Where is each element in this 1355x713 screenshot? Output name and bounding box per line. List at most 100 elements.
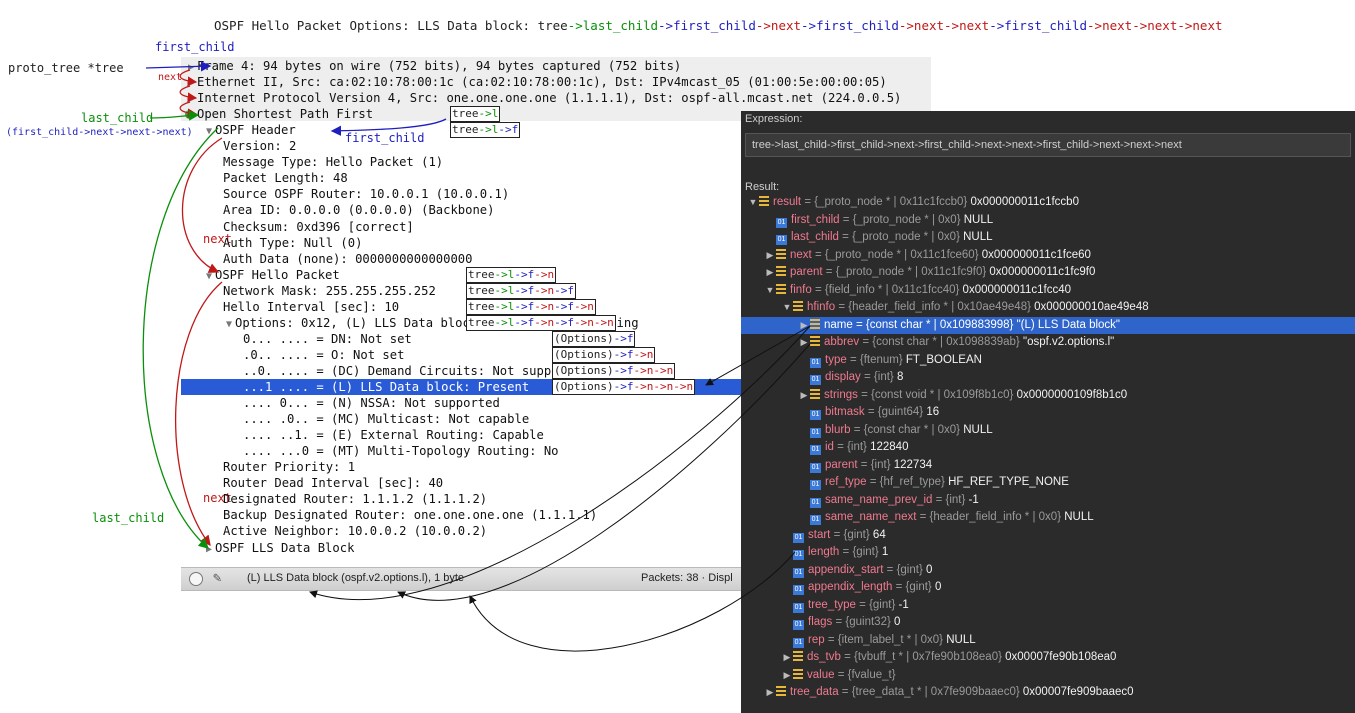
expand-triangle-icon[interactable]: ▶ [205,543,213,555]
expand-arrow-icon[interactable]: ▶ [800,319,808,330]
tree-row[interactable]: Source OSPF Router: 10.0.0.1 (10.0.0.1) [181,186,509,202]
variable-row[interactable]: ▶tree_data = {tree_data_t * | 0x7fe909ba… [741,684,1355,701]
expand-arrow-icon[interactable]: ▶ [766,687,774,697]
tree-row[interactable]: Router Priority: 1 [181,459,355,475]
tree-row[interactable]: Checksum: 0xd396 [correct] [181,219,414,235]
variable-name: parent [790,266,823,278]
variable-type: {int} [870,458,891,471]
tree-row[interactable]: .... ..1. = (E) External Routing: Capabl… [181,427,544,443]
tree-row[interactable]: Area ID: 0.0.0.0 (0.0.0.0) (Backbone) [181,202,495,218]
tree-row[interactable]: ..0. .... = (DC) Demand Circuits: Not su… [181,363,588,379]
tree-row[interactable]: .... 0... = (N) NSSA: Not supported [181,395,500,411]
tree-row[interactable]: Active Neighbor: 10.0.0.2 (10.0.0.2) [181,523,487,539]
tree-row[interactable]: .0.. .... = O: Not set [181,347,404,363]
tree-row[interactable]: .... .0.. = (MC) Multicast: Not capable [181,411,529,427]
expand-arrow-icon[interactable]: ▶ [783,669,791,680]
collapse-triangle-icon[interactable]: ▼ [225,318,233,330]
variable-row[interactable]: ▶ds_tvb = {tvbuff_t * | 0x7fe90b108ea0} … [741,649,1355,666]
expand-arrow-icon[interactable]: ▶ [800,337,808,347]
title-path-segment: ->next [755,18,802,33]
variable-row[interactable]: ▶abbrev = {const char * | 0x1098839ab} "… [741,334,1355,351]
tree-row[interactable]: ▶OSPF LLS Data Block [181,540,354,556]
tree-row[interactable]: Version: 2 [181,138,296,154]
tree-row[interactable]: .... ...0 = (MT) Multi-Topology Routing:… [181,443,559,459]
variable-row[interactable]: ▶value = {fvalue_t} [741,667,1355,684]
variable-name: start [808,528,831,541]
variable-name: id [825,441,834,453]
tree-row[interactable]: Packet Length: 48 [181,170,348,186]
tree-row[interactable]: Network Mask: 255.255.255.252 [181,283,436,299]
variable-row[interactable]: ▶name = {const char * | 0x109883998} "(L… [741,316,1355,334]
tree-row[interactable]: ▶Internet Protocol Version 4, Src: one.o… [181,90,901,106]
tree-row-label: 0... .... = DN: Not set [243,331,412,346]
variable-row[interactable]: ▼result = {_proto_node * | 0x11c1fccb0} … [741,194,1355,211]
variable-value: 0x000000010ae49e48 [1034,301,1149,313]
tree-row[interactable]: 0... .... = DN: Not set [181,331,412,347]
path-label-box: tree->l->f->n->f->n->n [466,314,616,331]
variable-row[interactable]: ▼hfinfo = {header_field_info * | 0x10ae4… [741,299,1355,316]
tree-row-label: Backup Designated Router: one.one.one.on… [223,508,598,523]
variable-type: {field_info * | 0x11c1fcc40} [824,283,960,296]
equals-sign: = [859,336,873,348]
tree-row[interactable]: ▶Frame 4: 94 bytes on wire (752 bits), 9… [181,58,681,74]
expand-dot-icon[interactable] [185,110,194,120]
tree-row[interactable]: Hello Interval [sec]: 10 [181,299,399,315]
collapse-arrow-icon[interactable]: ▼ [748,197,758,207]
tree-row[interactable]: Router Dead Interval [sec]: 40 [181,475,443,491]
expand-arrow-icon[interactable]: ▶ [783,652,791,662]
expand-arrow-icon[interactable]: ▶ [766,249,774,260]
path-token: ->n [534,299,555,313]
collapse-arrow-icon[interactable]: ▼ [782,302,792,312]
expression-input[interactable]: tree->last_child->first_child->next->fir… [745,133,1351,157]
tree-row[interactable]: Designated Router: 1.1.1.2 (1.1.1.2) [181,491,487,507]
equals-sign: = [883,563,897,576]
variable-row[interactable]: ▶parent = {_proto_node * | 0x11c1fc9f0} … [741,264,1355,281]
path-token: ->n [653,363,674,377]
tree-row[interactable]: Backup Designated Router: one.one.one.on… [181,507,597,523]
title-path-segment: ->first_child [801,18,899,33]
equals-sign: = [855,598,870,611]
variable-row[interactable]: ▶strings = {const void * | 0x109f8b1c0} … [741,387,1355,404]
variable-row[interactable]: ▼finfo = {field_info * | 0x11c1fcc40} 0x… [741,282,1355,299]
tree-row[interactable]: ▼OSPF Header [181,122,296,138]
tree-row[interactable]: Auth Data (none): 0000000000000000 [181,251,472,267]
struct-variable-icon [810,336,820,346]
path-token: ->n [574,315,594,329]
expand-arrow-icon[interactable]: ▶ [766,267,774,277]
expand-arrow-icon[interactable]: ▶ [800,389,808,400]
tree-row[interactable]: Message Type: Hello Packet (1) [181,154,443,170]
path-token: ->n [534,315,555,329]
tree-row[interactable]: ▶Ethernet II, Src: ca:02:10:78:00:1c (ca… [181,74,887,90]
tree-row-label: Auth Data (none): 0000000000000000 [223,251,473,266]
collapse-arrow-icon[interactable]: ▼ [765,284,775,295]
equals-sign: = [824,633,838,646]
equals-sign: = [866,476,880,488]
primitive-variable-icon: 01 [810,515,821,525]
edit-comment-icon[interactable]: ✎ [213,570,222,586]
variable-type: {header_field_info * | 0x10ae49e48} [848,301,1031,313]
variable-row[interactable]: ▶next = {_proto_node * | 0x11c1fce60} 0x… [741,247,1355,264]
path-token: ->n [673,380,694,393]
expert-info-icon[interactable] [189,572,203,586]
tree-row[interactable]: ▼OSPF Hello Packet [181,267,340,283]
tree-row[interactable]: Auth Type: Null (0) [181,235,362,251]
tree-row[interactable]: Open Shortest Path First [181,106,373,122]
